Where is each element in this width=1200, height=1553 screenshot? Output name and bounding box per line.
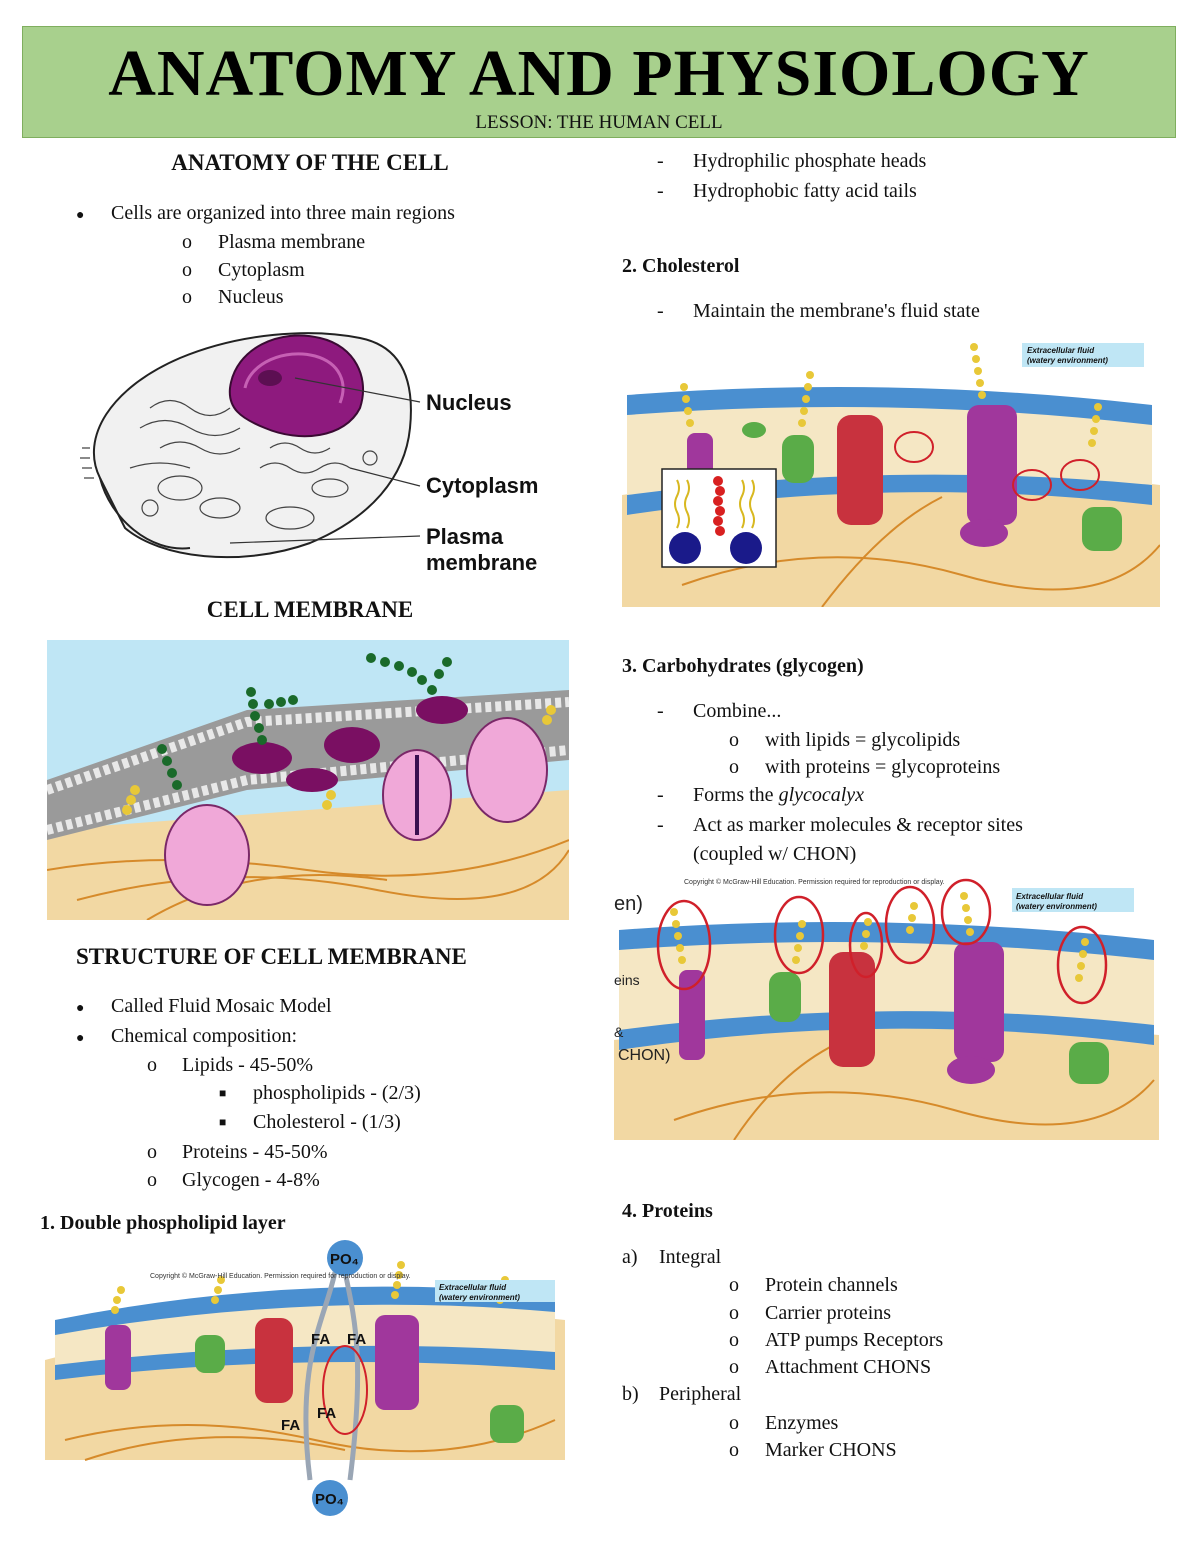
cytoplasm-label: Cytoplasm: [426, 473, 538, 498]
lesson-subtitle: LESSON: THE HUMAN CELL: [475, 112, 723, 133]
cut-label: en): [614, 893, 643, 915]
integral-bullet: o: [729, 1329, 739, 1351]
po4-top-label: PO₄: [330, 1251, 359, 1268]
regions-intro: Cells are organized into three main regi…: [111, 202, 455, 224]
dash-marker: -: [657, 784, 664, 806]
peripheral-label: Peripheral: [659, 1383, 742, 1405]
fa-label: FA: [281, 1417, 300, 1434]
peripheral-marker: b): [622, 1383, 639, 1405]
carbs-heading: 3. Carbohydrates (glycogen): [622, 655, 864, 677]
peripheral-item: Marker CHONS: [765, 1439, 897, 1461]
structure-item: Chemical composition:: [111, 1025, 298, 1047]
integral-item: Protein channels: [765, 1274, 898, 1296]
dash-marker: -: [657, 180, 664, 202]
peripheral-item: Enzymes: [765, 1412, 839, 1434]
cholesterol-membrane-diagram: Extracellular fluid (watery environment): [622, 335, 1160, 607]
structure-heading: STRUCTURE OF CELL MEMBRANE: [76, 944, 467, 969]
composition-subbullet: ■: [219, 1086, 227, 1100]
dash-marker: -: [657, 814, 664, 836]
copyright-note: Copyright © McGraw-Hill Education. Permi…: [684, 878, 945, 886]
composition-phospholipids: phospholipids - (2/3): [253, 1082, 421, 1104]
double-layer-heading: 1. Double phospholipid layer: [40, 1212, 286, 1234]
carbs-marker-line2: (coupled w/ CHON): [693, 843, 857, 865]
nucleus-label: Nucleus: [426, 390, 512, 415]
fa-label: FA: [311, 1331, 330, 1348]
carbs-forms-term: glycocalyx: [778, 784, 865, 806]
carbs-sub-bullet: o: [729, 729, 739, 751]
carbs-forms-prefix: Forms the: [693, 784, 779, 806]
po4-bottom-label: PO₄: [315, 1491, 344, 1508]
copyright-note: Copyright © McGraw-Hill Education. Permi…: [150, 1272, 411, 1280]
carbs-marker-line1: Act as marker molecules & receptor sites: [693, 814, 1023, 836]
fa-label: FA: [347, 1331, 366, 1348]
carbs-sub-item: with proteins = glycoproteins: [765, 756, 1001, 778]
extracellular-label: Extracellular fluid: [1027, 346, 1095, 355]
region-item: Plasma membrane: [218, 231, 366, 253]
composition-proteins: Proteins - 45-50%: [182, 1141, 328, 1163]
proteins-heading: 4. Proteins: [622, 1200, 713, 1222]
carbs-sub-item: with lipids = glycolipids: [765, 729, 961, 751]
structure-bullet: ●: [76, 1001, 85, 1016]
structure-bullet: ●: [76, 1031, 85, 1046]
carbs-sub-bullet: o: [729, 756, 739, 778]
regions-bullet: ●: [76, 208, 85, 223]
peripheral-bullet: o: [729, 1412, 739, 1434]
extracellular-sublabel: (watery environment): [1027, 356, 1108, 365]
region-item-bullet: o: [182, 286, 192, 308]
region-bullet: o: [182, 259, 192, 281]
composition-bullet: o: [147, 1169, 157, 1191]
plasma-label: Plasma: [426, 524, 504, 549]
integral-bullet: o: [729, 1356, 739, 1378]
cholesterol-item: Maintain the membrane's fluid state: [693, 300, 980, 322]
dash-marker: -: [657, 700, 664, 722]
carbs-forms: Forms the glycocalyx: [693, 784, 864, 806]
cut-label: eins: [614, 972, 640, 988]
region-item: Cytoplasm: [218, 259, 305, 281]
phosphate-item: Hydrophilic phosphate heads: [693, 150, 927, 172]
composition-lipids: Lipids - 45-50%: [182, 1054, 314, 1076]
composition-glycogen: Glycogen - 4-8%: [182, 1169, 320, 1191]
composition-bullet: o: [147, 1141, 157, 1163]
integral-item: Attachment CHONS: [765, 1356, 932, 1378]
phosphate-item: Hydrophobic fatty acid tails: [693, 180, 917, 202]
glycocalyx-diagram: Copyright © McGraw-Hill Education. Permi…: [614, 870, 1159, 1140]
composition-cholesterol: Cholesterol - (1/3): [253, 1111, 401, 1133]
cell-membrane-illustration: [47, 640, 569, 920]
phospholipid-bilayer-diagram: PO₄ PO₄ FA FA FA FA Copyright © McGraw-H…: [45, 1240, 565, 1518]
integral-bullet: o: [729, 1274, 739, 1296]
page-title: ANATOMY AND PHYSIOLOGY: [108, 37, 1090, 110]
region-item: Nucleus: [218, 286, 284, 308]
extracellular-label: Extracellular fluid: [1016, 892, 1084, 901]
cholesterol-heading: 2. Cholesterol: [622, 255, 740, 277]
peripheral-bullet: o: [729, 1439, 739, 1461]
integral-marker: a): [622, 1246, 638, 1268]
composition-bullet: o: [147, 1054, 157, 1076]
extracellular-label: Extracellular fluid: [439, 1283, 507, 1292]
carbs-combine: Combine...: [693, 700, 782, 722]
integral-item: ATP pumps Receptors: [765, 1329, 944, 1351]
cut-label: &: [614, 1024, 624, 1040]
fa-label: FA: [317, 1405, 336, 1422]
extracellular-sublabel: (watery environment): [439, 1293, 520, 1302]
dash-marker: -: [657, 300, 664, 322]
membrane-heading: CELL MEMBRANE: [206, 597, 414, 622]
integral-label: Integral: [659, 1246, 722, 1268]
membrane-label: membrane: [426, 550, 537, 575]
region-bullet: o: [182, 231, 192, 253]
cell-diagram: Nucleus Cytoplasm Plasma membrane: [70, 318, 580, 590]
extracellular-sublabel: (watery environment): [1016, 902, 1097, 911]
composition-subbullet: ■: [219, 1115, 227, 1129]
title-banner: ANATOMY AND PHYSIOLOGY LESSON: THE HUMAN…: [22, 26, 1176, 138]
integral-item: Carrier proteins: [765, 1302, 892, 1324]
cut-label: CHON): [618, 1047, 670, 1064]
dash-marker: -: [657, 150, 664, 172]
anatomy-heading: ANATOMY OF THE CELL: [171, 150, 449, 175]
structure-item: Called Fluid Mosaic Model: [111, 995, 332, 1017]
integral-bullet: o: [729, 1302, 739, 1324]
